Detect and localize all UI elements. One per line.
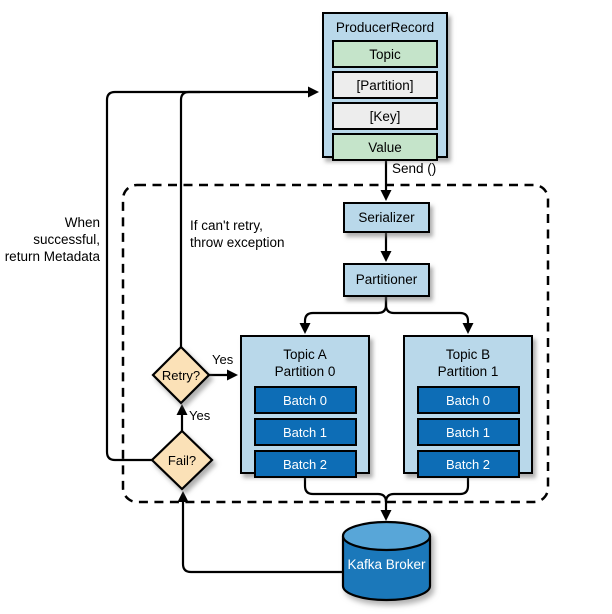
edge-partitioner-topic-b	[384, 297, 474, 334]
topic-b-partition-1-box: Topic B Partition 1 Batch 0 Batch 1 Batc…	[403, 335, 533, 478]
batch-row: Batch 1	[253, 418, 357, 446]
fail-decision-label: Fail?	[167, 452, 197, 468]
edge-broker-fail	[177, 491, 343, 574]
cant-retry-annotation: If can't retry, throw exception	[190, 217, 285, 251]
send-call-label: Send ()	[392, 161, 437, 176]
topic-b-title: Topic B Partition 1	[405, 346, 531, 380]
retry-decision-diamond	[151, 345, 211, 405]
topic-a-title: Topic A Partition 0	[242, 346, 368, 380]
partitioner-box: Partitioner	[343, 263, 430, 297]
topic-b-name: Topic B	[445, 347, 491, 362]
topic-b-partition: Partition 1	[437, 364, 499, 379]
edge-throw-exception	[179, 90, 200, 347]
batch-row: Batch 0	[416, 386, 520, 414]
producer-record-box: ProducerRecord Topic [Partition] [Key] V…	[322, 12, 448, 161]
producer-boundary-dashed-box	[121, 183, 550, 504]
retry-yes-label: Yes	[212, 352, 234, 367]
record-field-topic: Topic	[332, 40, 438, 68]
edge-partitioner-topic-a	[299, 297, 388, 334]
fail-decision-diamond	[150, 429, 214, 491]
batch-row: Batch 0	[253, 386, 357, 414]
batch-row: Batch 1	[416, 418, 520, 446]
topic-b-batches: Batch 0 Batch 1 Batch 2	[405, 386, 531, 478]
topic-a-batches: Batch 0 Batch 1 Batch 2	[242, 386, 368, 478]
batch-row: Batch 2	[253, 450, 357, 478]
cant-retry-annotation-line2: throw exception	[190, 235, 285, 250]
topic-a-partition-0-box: Topic A Partition 0 Batch 0 Batch 1 Batc…	[240, 335, 370, 478]
batch-row: Batch 2	[416, 450, 520, 478]
producer-record-title: ProducerRecord	[335, 19, 435, 35]
topic-a-name: Topic A	[283, 347, 327, 362]
success-annotation-line1: When successful,	[33, 215, 100, 247]
topic-a-partition: Partition 0	[274, 364, 336, 379]
kafka-broker-cylinder	[341, 520, 432, 602]
retry-decision-label: Retry?	[161, 367, 201, 383]
edge-success-return-metadata	[105, 86, 319, 462]
serializer-box: Serializer	[343, 202, 430, 233]
record-field-value: Value	[332, 133, 438, 161]
record-field-partition: [Partition]	[332, 71, 438, 99]
kafka-broker-label: Kafka Broker	[347, 556, 426, 572]
edge-topic-b-merge	[384, 474, 470, 503]
success-annotation: When successful, return Metadata	[0, 214, 100, 265]
cant-retry-annotation-line1: If can't retry,	[190, 218, 263, 233]
record-field-key: [Key]	[332, 102, 438, 130]
fail-yes-label: Yes	[189, 408, 211, 423]
edge-topics-broker	[303, 474, 392, 521]
success-annotation-line2: return Metadata	[4, 249, 100, 264]
